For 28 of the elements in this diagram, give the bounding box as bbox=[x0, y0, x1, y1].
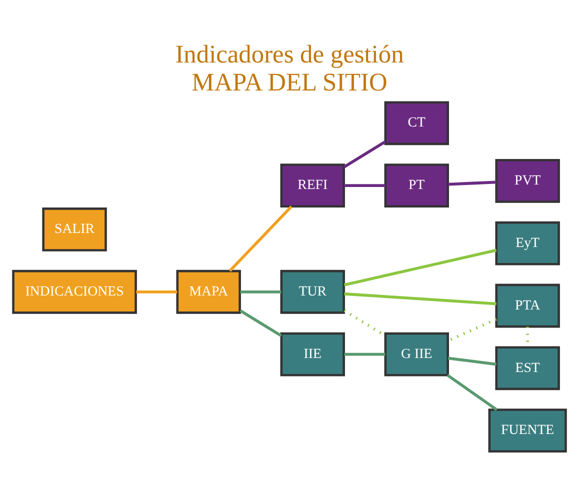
connector bbox=[344, 248, 497, 286]
node-box: EST bbox=[495, 346, 560, 390]
node-box: IIE bbox=[280, 332, 345, 376]
connector bbox=[344, 184, 386, 186]
connector bbox=[344, 352, 386, 356]
connector bbox=[448, 180, 496, 186]
diagram-title: Indicadores de gestión bbox=[175, 40, 404, 68]
node-box: INDICACIONES bbox=[12, 269, 137, 314]
connector bbox=[240, 308, 282, 337]
connector bbox=[344, 140, 386, 168]
connector bbox=[448, 356, 497, 366]
node-box: MAPA bbox=[176, 269, 241, 314]
node-box: SALIR bbox=[42, 207, 107, 251]
node-box: REFI bbox=[280, 163, 345, 208]
connector bbox=[240, 290, 282, 293]
connector bbox=[344, 292, 496, 305]
connector bbox=[228, 205, 292, 272]
node-box: CT bbox=[384, 100, 449, 145]
node-box: EyT bbox=[495, 220, 560, 265]
node-box: PT bbox=[384, 163, 449, 208]
node-box: TUR bbox=[280, 269, 345, 314]
node-box: FUENTE bbox=[488, 408, 567, 452]
connector bbox=[446, 373, 498, 410]
node-box: PVT bbox=[495, 158, 560, 202]
connector bbox=[136, 290, 178, 293]
caption: MAPA DEL SITIO bbox=[192, 68, 388, 96]
node-box: PTA bbox=[495, 283, 560, 328]
node-box: G IIE bbox=[384, 332, 449, 376]
